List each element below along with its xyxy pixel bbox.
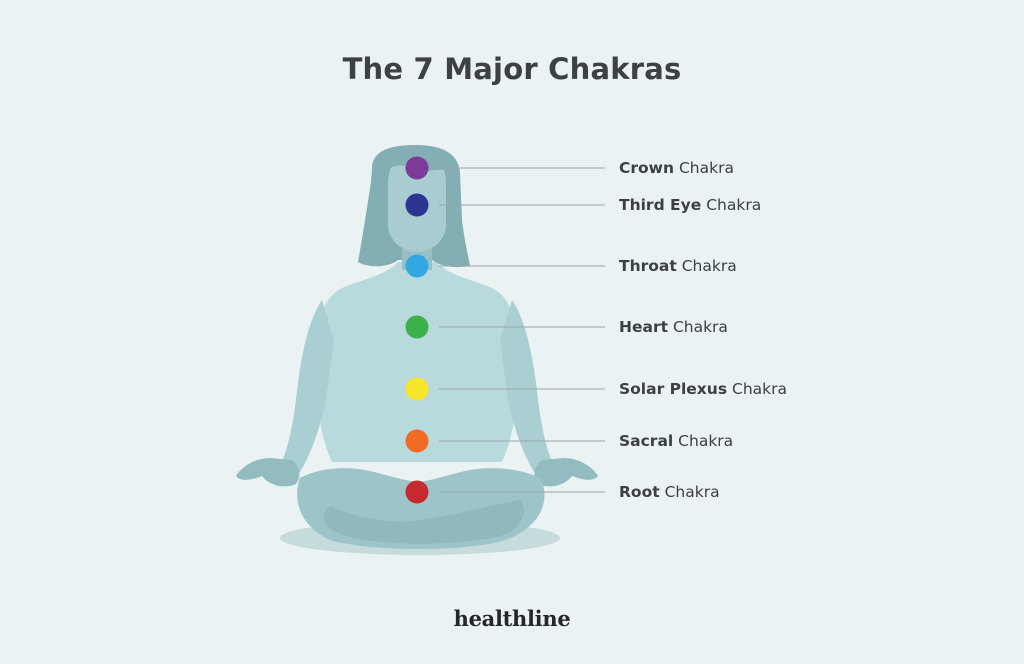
right-arm	[500, 300, 554, 472]
front-leg	[323, 500, 524, 544]
sacral-chakra-dot	[405, 429, 429, 453]
left-arm	[280, 300, 334, 472]
third-eye-chakra-dot	[405, 193, 429, 217]
chakra-suffix: Chakra	[672, 318, 728, 336]
crown-chakra-label: Crown Chakra	[619, 159, 734, 177]
left-hand	[236, 458, 300, 487]
chakra-suffix: Chakra	[678, 159, 734, 177]
root-chakra-label: Root Chakra	[619, 483, 720, 501]
crown-chakra-dot	[405, 156, 429, 180]
heart-chakra-label: Heart Chakra	[619, 318, 728, 336]
healthline-logo: healthline	[453, 606, 571, 631]
heart-chakra-dot	[405, 315, 429, 339]
chakra-name: Throat	[619, 257, 677, 275]
chakra-name: Solar Plexus	[619, 380, 728, 398]
chakra-suffix: Chakra	[664, 483, 720, 501]
third-eye-chakra-label: Third Eye Chakra	[619, 196, 761, 214]
chakra-name: Root	[619, 483, 660, 501]
page-title: The 7 Major Chakras	[342, 52, 682, 86]
torso	[318, 262, 516, 462]
chakra-name: Heart	[619, 318, 668, 336]
chakra-suffix: Chakra	[732, 380, 788, 398]
throat-chakra-dot	[405, 254, 429, 278]
chakra-suffix: Chakra	[681, 257, 737, 275]
chakra-suffix: Chakra	[706, 196, 762, 214]
chakra-leader-lines	[439, 167, 605, 493]
right-hand	[534, 458, 598, 487]
root-chakra-dot	[405, 480, 429, 504]
throat-chakra-label: Throat Chakra	[619, 257, 737, 275]
solar-plexus-chakra-dot	[405, 377, 429, 401]
chakra-name: Sacral	[619, 432, 674, 450]
sacral-chakra-label: Sacral Chakra	[619, 432, 733, 450]
chakra-dots	[405, 156, 429, 504]
chakra-suffix: Chakra	[678, 432, 734, 450]
chakra-name: Crown	[619, 159, 675, 177]
solar-plexus-chakra-label: Solar Plexus Chakra	[619, 380, 787, 398]
chakra-name: Third Eye	[619, 196, 702, 214]
